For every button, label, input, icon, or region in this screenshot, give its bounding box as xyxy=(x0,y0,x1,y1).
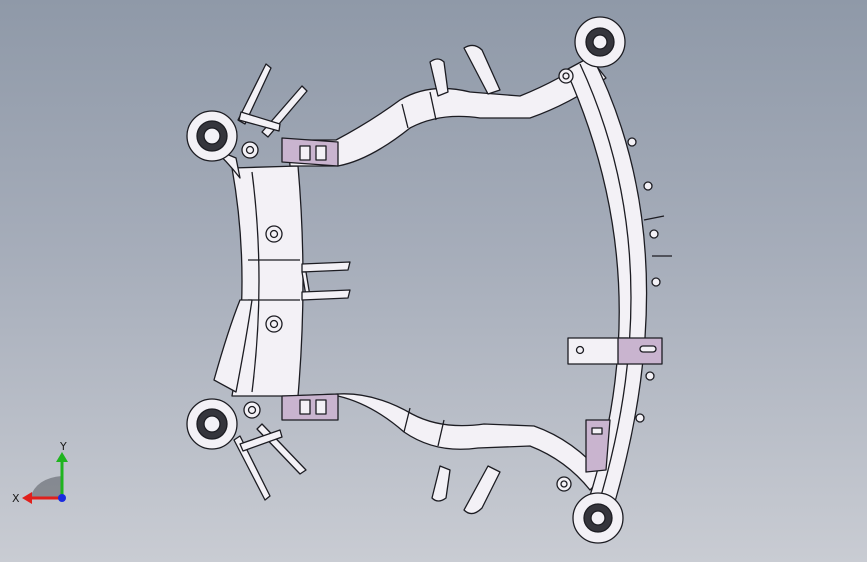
x-axis-arrow xyxy=(22,492,32,504)
crossmember-holes xyxy=(241,68,574,492)
front-side-bracket xyxy=(567,337,663,365)
upper-bracket xyxy=(281,137,339,167)
y-axis-label: Y xyxy=(59,440,67,453)
bushing-rear-upper xyxy=(186,110,238,162)
upper-side-rail xyxy=(287,57,607,167)
left-upper-strut xyxy=(237,63,308,138)
y-axis-arrow xyxy=(56,452,68,462)
lower-bracket xyxy=(281,393,339,421)
triad-plane xyxy=(30,476,62,498)
lower-mid-tabs xyxy=(431,465,501,515)
bushing-front-upper xyxy=(574,16,626,68)
bushing-rear-lower xyxy=(186,398,238,450)
orientation-triad[interactable]: Y X xyxy=(10,436,80,508)
left-crossmember xyxy=(211,147,304,397)
front-lower-bracket xyxy=(585,419,611,473)
upper-mid-tabs xyxy=(429,44,501,97)
center-tab-upper xyxy=(301,261,351,297)
front-arc-holes xyxy=(627,137,661,423)
x-axis-label: X xyxy=(12,492,20,505)
bushing-front-lower xyxy=(572,492,624,544)
center-tab-lower xyxy=(301,289,351,301)
z-axis-dot xyxy=(58,494,66,502)
left-lower-strut xyxy=(233,423,307,501)
